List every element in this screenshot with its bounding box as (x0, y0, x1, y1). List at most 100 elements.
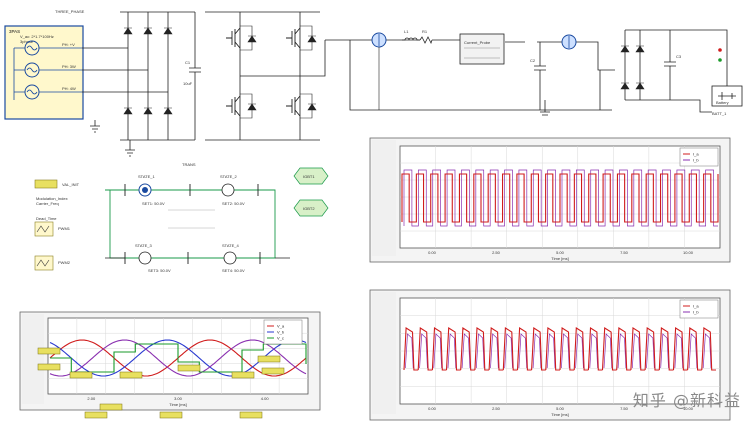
rectifier-inputs (120, 47, 168, 93)
series-primary (401, 173, 719, 223)
x-tick-label: 5.00 (556, 250, 565, 255)
x-tick-label: 2.50 (492, 250, 501, 255)
diode-symbol (635, 45, 645, 53)
side-tag-2: IGBT2 (303, 206, 315, 211)
x-tick-label: 0.00 (428, 250, 437, 255)
cap-c1-label: C1 (185, 60, 191, 65)
three-phase-source[interactable]: 3PAS V_ac: 2*1.7*100Hz 3phase PH: +V PH:… (4, 25, 84, 120)
assign-line-3: SET3: 50.0V (148, 268, 171, 273)
source-line1: V_ac: 2*1.7*100Hz (20, 34, 54, 39)
diode-symbol (143, 27, 153, 35)
igbt-symbol (286, 27, 301, 49)
igbt-inverter[interactable] (205, 11, 326, 141)
watermark: 知乎 @新科益 (632, 391, 741, 410)
diode-symbol (620, 82, 630, 90)
diode-symbol (123, 107, 133, 115)
state1-label: STATE_1 (138, 174, 156, 179)
state-machine-title: TRANS (182, 162, 196, 167)
source-phase-a: PH: +V (62, 42, 75, 47)
x-tick-label: 5.00 (556, 406, 565, 411)
diode-symbol (620, 45, 630, 53)
dc-link-capacitor[interactable]: C1 10uF (183, 12, 201, 140)
igbt-antiparallel-wire (300, 93, 313, 119)
legend-entry: I_a (693, 304, 699, 309)
inductor-label: L1 (404, 29, 409, 34)
diode-symbol (635, 82, 645, 90)
source-phase-b: PH: 3W (62, 64, 76, 69)
x-axis-label: Time [ms] (551, 412, 568, 417)
pwm-block-label-1: PWM1 (58, 226, 71, 231)
state4-label: STATE_4 (222, 243, 240, 248)
legend-entry: V_a (277, 324, 285, 329)
assign-line-1: SET1: 50.0V (142, 201, 165, 206)
source-title: 3PAS (9, 29, 20, 34)
diode-symbol (123, 27, 133, 35)
plot-legend (679, 147, 719, 167)
legend-entry: I_a (693, 152, 699, 157)
series-primary (403, 327, 716, 371)
marker-tag (37, 363, 61, 371)
side-tag-1: IGBT1 (303, 174, 315, 179)
diode-symbol (143, 107, 153, 115)
output-filter-circuit[interactable]: L1 R1 Current_Probe C2 C3 Battery BATT_1 (325, 29, 743, 116)
x-tick-label: 3.00 (174, 396, 183, 401)
cap-c2-label: C2 (530, 58, 536, 63)
current-probe-label: Current_Probe (464, 40, 491, 45)
marker-tag (231, 371, 255, 379)
x-tick-label: 2.50 (492, 406, 501, 411)
igbt-symbol (286, 95, 301, 117)
legend-entry: V_c (277, 336, 284, 341)
source-tag: THREE_PHASE (55, 9, 85, 14)
init-param-3: Dead_Time (36, 216, 57, 221)
diode-symbol (163, 107, 173, 115)
state2-label: STATE_2 (220, 174, 238, 179)
marker-tag (257, 355, 281, 363)
x-tick-label: 7.50 (620, 406, 629, 411)
diode-rectifier[interactable] (120, 11, 195, 141)
rectifier2-wires (624, 29, 641, 101)
control-state-machine[interactable]: TRANS VAL_INIT Modulation_Index Carrier_… (34, 162, 329, 273)
source-phase-c: PH: 4W (62, 86, 76, 91)
igbt-symbol (226, 95, 241, 117)
igbt-antiparallel-wire (240, 93, 253, 119)
plot-event-markers (37, 347, 285, 419)
inverter-wires (205, 11, 326, 141)
marker-tag (84, 411, 108, 419)
diode-symbol (163, 27, 173, 35)
init-box-label: VAL_INIT (62, 182, 80, 187)
marker-tag (159, 411, 183, 419)
series-secondary (403, 169, 718, 227)
marker-tag (119, 371, 143, 379)
cap-c3-label: C3 (676, 54, 682, 59)
x-axis-label: Time [ms] (551, 256, 568, 261)
x-tick-label: 4.00 (261, 396, 270, 401)
x-tick-label: 2.00 (87, 396, 96, 401)
state3-label: STATE_3 (135, 243, 153, 248)
pwm-block-label-2: PWM2 (58, 260, 71, 265)
x-tick-label: 7.50 (620, 250, 629, 255)
legend-entry: I_b (693, 310, 699, 315)
igbt-antiparallel-wire (240, 25, 253, 51)
x-tick-label: 10.00 (683, 406, 694, 411)
x-tick-label: 0.00 (428, 406, 437, 411)
axis-blur (372, 292, 396, 414)
igbt-antiparallel-wire (300, 25, 313, 51)
init-param-1: Modulation_Index (36, 196, 68, 201)
marker-tag (99, 403, 123, 411)
assign-line-2: SET2: 50.0V (222, 201, 245, 206)
assign-line-4: SET4: 50.0V (222, 268, 245, 273)
init-param-2: Carrier_Freq (36, 201, 59, 206)
legend-entry: I_b (693, 158, 699, 163)
marker-tag (177, 364, 201, 372)
marker-tag (69, 371, 93, 379)
axis-blur (22, 314, 44, 404)
legend-entry: V_b (277, 330, 285, 335)
rectifier-wires (120, 11, 195, 141)
series-step (50, 343, 307, 373)
cap-c1-value: 10uF (183, 81, 193, 86)
